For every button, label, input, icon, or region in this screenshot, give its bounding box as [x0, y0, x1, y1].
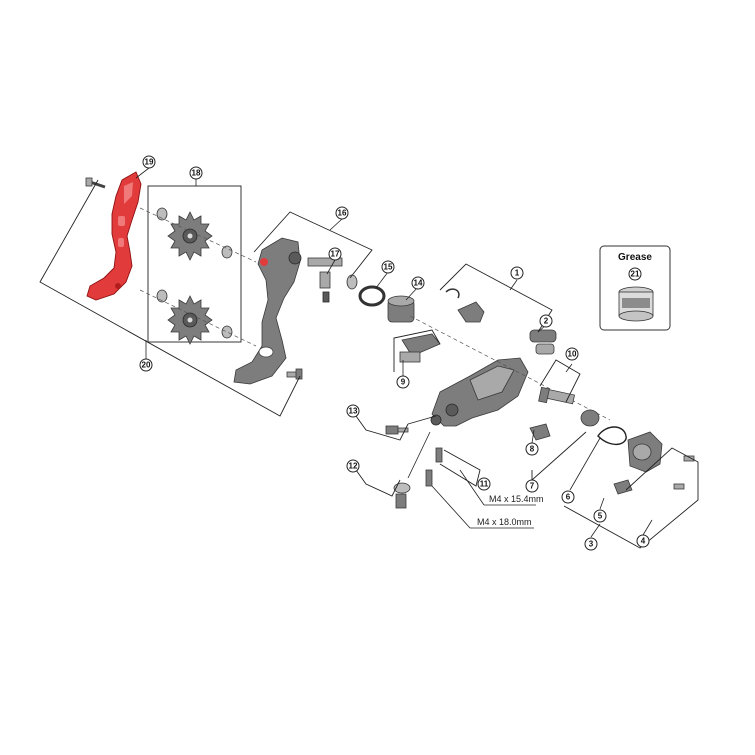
svg-text:21: 21: [631, 270, 640, 279]
grease-jar-icon: [618, 286, 654, 322]
part-badge-2[interactable]: 2: [539, 314, 553, 328]
stroke-bolt-long: [425, 469, 433, 487]
pulley-washer: [221, 325, 233, 339]
svg-text:4: 4: [641, 537, 646, 546]
p-axle: [307, 257, 343, 267]
axle-washer: [346, 274, 358, 290]
part-badge-14[interactable]: 14: [411, 276, 425, 290]
part-badge-4[interactable]: 4: [636, 534, 650, 548]
stopper-pin-end: [322, 291, 330, 303]
clutch-unit[interactable]: [627, 431, 663, 473]
stopper-pin: [319, 271, 331, 289]
svg-text:18: 18: [192, 169, 201, 178]
b-axle-unit: [529, 329, 557, 355]
b-tension-plate: [457, 301, 485, 323]
p-bushing: [387, 295, 415, 323]
svg-text:12: 12: [349, 462, 358, 471]
clutch-cover-screw: [673, 455, 695, 490]
svg-text:10: 10: [568, 350, 577, 359]
part-badge-12[interactable]: 12: [346, 459, 360, 473]
sleeve: [580, 409, 600, 427]
part-badge-20[interactable]: 20: [139, 358, 153, 372]
fixing-bracket: [399, 333, 441, 363]
part-badge-10[interactable]: 10: [565, 347, 579, 361]
svg-text:11: 11: [480, 480, 489, 489]
b-tension-bolt: [385, 425, 409, 435]
bolt-spec-15-4: M4 x 15.4mm: [489, 494, 544, 504]
grease-title: Grease: [618, 252, 652, 263]
svg-text:1: 1: [515, 269, 520, 278]
pulley-group-frame: [147, 185, 242, 343]
svg-text:9: 9: [401, 378, 406, 387]
main-body[interactable]: [430, 357, 529, 427]
lower-pulley[interactable]: [167, 295, 213, 345]
clutch-lever: [613, 479, 633, 495]
svg-text:16: 16: [338, 209, 347, 218]
part-badge-15[interactable]: 15: [381, 260, 395, 274]
svg-text:14: 14: [414, 279, 423, 288]
part-badge-19[interactable]: 19: [142, 155, 156, 169]
part-badge-5[interactable]: 5: [593, 509, 607, 523]
svg-text:7: 7: [530, 482, 535, 491]
outer-cage-plate[interactable]: [233, 237, 302, 385]
leader-lines: [39, 167, 699, 549]
part-badge-11[interactable]: 11: [477, 477, 491, 491]
svg-text:15: 15: [384, 263, 393, 272]
svg-text:13: 13: [349, 407, 358, 416]
part-badge-1[interactable]: 1: [510, 266, 524, 280]
part-badge-18[interactable]: 18: [189, 166, 203, 180]
part-badge-13[interactable]: 13: [346, 404, 360, 418]
cage-plate-bolt: [85, 177, 106, 189]
svg-text:3: 3: [589, 540, 594, 549]
svg-text:8: 8: [530, 445, 535, 454]
svg-text:20: 20: [142, 361, 151, 370]
upper-pulley[interactable]: [167, 211, 213, 261]
clutch-spring: [597, 426, 627, 445]
svg-text:2: 2: [544, 317, 549, 326]
svg-text:6: 6: [566, 493, 571, 502]
cable-fixing-unit: [529, 423, 551, 441]
bolt-spec-18-0: M4 x 18.0mm: [477, 517, 532, 527]
pulley-washer: [156, 289, 168, 303]
stroke-bolt-short: [435, 447, 443, 463]
inner-cage-plate-highlighted[interactable]: [86, 171, 142, 301]
part-badge-21[interactable]: 21: [628, 267, 642, 281]
part-badge-16[interactable]: 16: [335, 206, 349, 220]
part-badge-3[interactable]: 3: [584, 537, 598, 551]
frame-bolt: [393, 482, 411, 509]
svg-text:19: 19: [145, 158, 154, 167]
part-badge-8[interactable]: 8: [525, 442, 539, 456]
pulley-washer: [221, 245, 233, 259]
svg-text:5: 5: [598, 512, 603, 521]
grease-panel: Grease: [599, 245, 671, 331]
part-badge-7[interactable]: 7: [525, 479, 539, 493]
p-spring: [358, 285, 386, 307]
part-badge-17[interactable]: 17: [328, 247, 342, 261]
svg-text:17: 17: [331, 250, 340, 259]
part-badge-9[interactable]: 9: [396, 375, 410, 389]
part-badge-6[interactable]: 6: [561, 490, 575, 504]
